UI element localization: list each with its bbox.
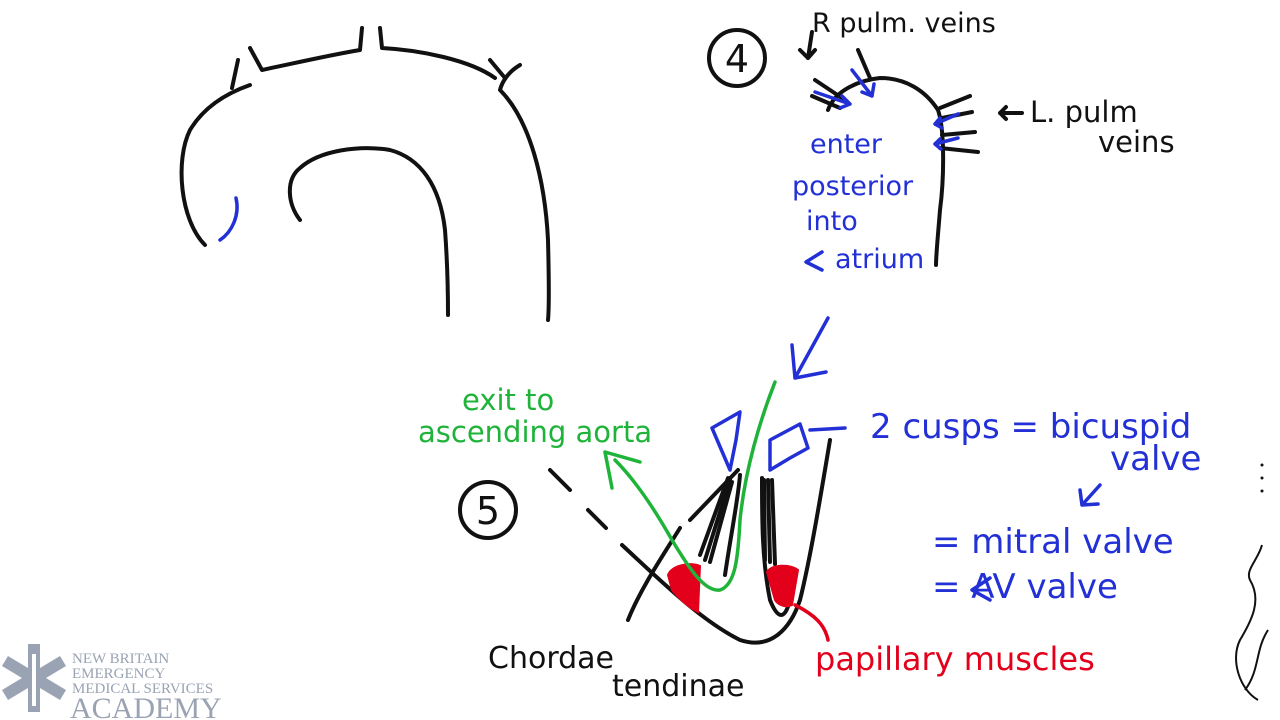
label-l-av-group: = AV valve bbox=[932, 567, 1118, 607]
step-5-marker: 5 bbox=[458, 480, 518, 540]
logo-line-1: NEW BRITAIN bbox=[72, 651, 169, 667]
label-r-pulm-veins: R pulm. veins bbox=[812, 8, 996, 39]
label-cusps: 2 cusps = bicuspid bbox=[870, 407, 1191, 447]
left-atrium-drawing bbox=[798, 30, 1024, 267]
green-arrow bbox=[603, 380, 777, 592]
label-l-atrium: atrium bbox=[835, 244, 924, 275]
label-mitral: = mitral valve bbox=[932, 522, 1174, 562]
star-of-life-icon bbox=[2, 644, 66, 712]
label-into: into bbox=[806, 206, 858, 237]
logo-line-2: EMERGENCY bbox=[72, 666, 166, 682]
label-posterior: posterior bbox=[792, 171, 914, 202]
blue-arrow-small bbox=[1078, 483, 1102, 507]
label-ascending-aorta: ascending aorta bbox=[418, 415, 652, 449]
label-l-pulm: L. pulm bbox=[1030, 95, 1138, 129]
label-exit-to: exit to bbox=[462, 383, 554, 417]
step-5-number: 5 bbox=[476, 489, 500, 533]
label-tendinae: tendinae bbox=[612, 669, 744, 704]
label-valve: valve bbox=[1110, 439, 1201, 479]
academy-logo: NEW BRITAIN EMERGENCY MEDICAL SERVICES A… bbox=[2, 644, 222, 720]
step-4-number: 4 bbox=[725, 37, 749, 81]
blue-arrow-down bbox=[790, 316, 830, 380]
left-ventricle-drawing bbox=[548, 410, 847, 645]
step-4-marker: 4 bbox=[707, 28, 767, 88]
label-enter: enter bbox=[810, 129, 883, 160]
papillary-pointer bbox=[793, 603, 830, 642]
label-l-av: = AV valve bbox=[932, 567, 1118, 607]
label-chordae: Chordae bbox=[488, 641, 614, 676]
logo-line-3: MEDICAL SERVICES bbox=[72, 681, 213, 697]
signature-mark bbox=[1235, 463, 1269, 701]
label-veins: veins bbox=[1098, 125, 1175, 159]
label-papillary-muscles: papillary muscles bbox=[815, 640, 1095, 678]
label-l-atrium-group: atrium bbox=[804, 244, 924, 275]
aortic-arch-drawing bbox=[179, 26, 551, 322]
logo-line-4: ACADEMY bbox=[70, 692, 222, 720]
